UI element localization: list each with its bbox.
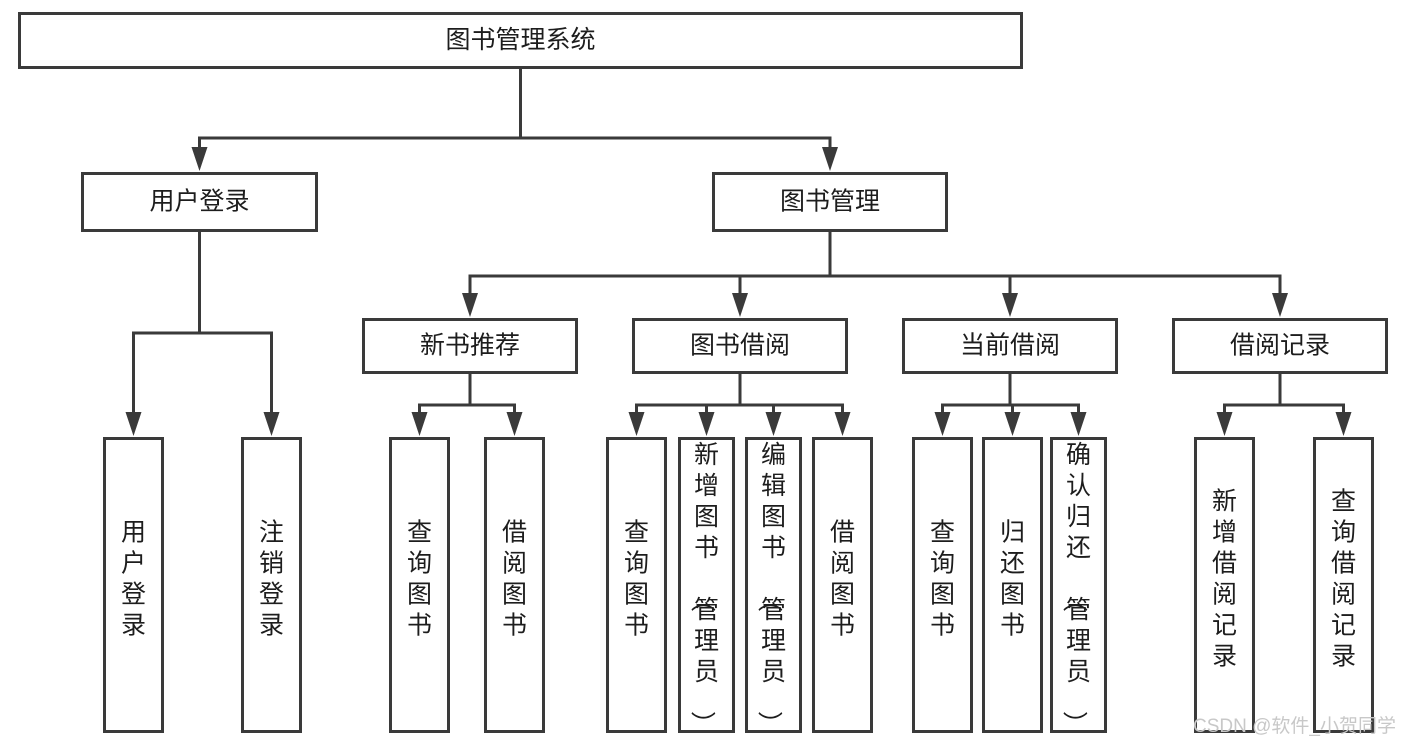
arrow-head-icon [1335, 412, 1352, 436]
node-label-leaf-query-book-3: 查询图书 [930, 519, 955, 640]
node-box-leaf-confirm-return[interactable] [1050, 437, 1107, 733]
connector-新书推荐-to-查询图书 [411, 374, 472, 436]
connector-图书管理系统-to-图书管理 [519, 69, 838, 171]
node-box-leaf-edit-book[interactable] [745, 437, 802, 733]
node-leaf-add-book[interactable]: 新增图书（管理员） [678, 437, 735, 737]
node-box-leaf-query-book-3[interactable] [912, 437, 973, 733]
node-label-user-login: 用户登录 [149, 188, 249, 216]
node-label-leaf-query-record: 查询借阅记录 [1331, 488, 1356, 671]
arrow-head-icon [1002, 293, 1018, 317]
connector-当前借阅-to-确认归还管理员 [1008, 374, 1087, 436]
node-new-book-rec[interactable]: 新书推荐 [362, 318, 578, 374]
node-layer: 图书管理系统用户登录图书管理新书推荐图书借阅当前借阅借阅记录用户登录注销登录查询… [18, 12, 1388, 737]
csdn-watermark: CSDN @软件_小贺同学 [1193, 715, 1396, 737]
node-current-borrow[interactable]: 当前借阅 [902, 318, 1118, 374]
connector-图书管理-to-借阅记录 [828, 232, 1288, 317]
node-label-leaf-return-book: 归还图书 [1000, 519, 1025, 640]
node-label-leaf-user-login: 用户登录 [121, 519, 146, 640]
node-box-book-borrow[interactable] [632, 318, 848, 374]
connector-当前借阅-to-查询图书 [934, 374, 1012, 436]
arrow-head-icon [834, 412, 851, 436]
arrow-head-icon [263, 412, 280, 436]
node-box-book-manage[interactable] [712, 172, 948, 232]
node-label-book-manage: 图书管理 [780, 188, 880, 216]
node-leaf-user-login[interactable]: 用户登录 [103, 437, 164, 733]
connector-layer [125, 69, 1352, 436]
node-label-root: 图书管理系统 [445, 26, 595, 54]
node-box-leaf-user-login[interactable] [103, 437, 164, 733]
arrow-head-icon [822, 147, 838, 171]
node-box-current-borrow[interactable] [902, 318, 1118, 374]
arrow-head-icon [411, 412, 428, 436]
connector-用户登录-to-注销登录 [198, 232, 280, 436]
node-borrow-record[interactable]: 借阅记录 [1172, 318, 1388, 374]
node-leaf-logout[interactable]: 注销登录 [241, 437, 302, 733]
connector-用户登录-to-用户登录 [125, 232, 201, 436]
node-label-borrow-record: 借阅记录 [1230, 332, 1330, 360]
node-leaf-borrow-book-2[interactable]: 借阅图书 [812, 437, 873, 733]
arrow-head-icon [191, 147, 208, 171]
node-leaf-return-book[interactable]: 归还图书 [982, 437, 1043, 733]
node-leaf-query-book-1[interactable]: 查询图书 [389, 437, 450, 733]
node-box-leaf-add-book[interactable] [678, 437, 735, 733]
node-label-book-borrow: 图书借阅 [690, 332, 790, 360]
node-label-new-book-rec: 新书推荐 [420, 332, 520, 360]
arrow-head-icon [765, 412, 782, 436]
arrow-head-icon [1216, 412, 1233, 436]
node-label-leaf-logout: 注销登录 [259, 519, 284, 640]
connector-图书管理系统-to-用户登录 [191, 69, 522, 171]
node-leaf-query-book-3[interactable]: 查询图书 [912, 437, 973, 733]
node-box-new-book-rec[interactable] [362, 318, 578, 374]
arrow-head-icon [1004, 412, 1021, 436]
connector-图书借阅-to-借阅图书 [738, 374, 851, 436]
node-leaf-borrow-book-1[interactable]: 借阅图书 [484, 437, 545, 733]
node-box-leaf-query-book-2[interactable] [606, 437, 667, 733]
node-box-borrow-record[interactable] [1172, 318, 1388, 374]
arrow-head-icon [1070, 412, 1087, 436]
node-box-leaf-logout[interactable] [241, 437, 302, 733]
node-label-leaf-borrow-book-1: 借阅图书 [502, 519, 527, 640]
node-box-leaf-add-record[interactable] [1194, 437, 1255, 733]
node-box-leaf-borrow-book-1[interactable] [484, 437, 545, 733]
node-label-current-borrow: 当前借阅 [960, 332, 1060, 360]
node-label-leaf-confirm-return: 确认归还（管理员） [1060, 441, 1091, 736]
node-label-leaf-edit-book: 编辑图书（管理员） [755, 441, 786, 736]
node-book-manage[interactable]: 图书管理 [712, 172, 948, 232]
node-box-leaf-return-book[interactable] [982, 437, 1043, 733]
connector-新书推荐-to-借阅图书 [468, 374, 523, 436]
arrow-head-icon [462, 293, 478, 317]
node-box-user-login[interactable] [81, 172, 318, 232]
node-box-leaf-borrow-book-2[interactable] [812, 437, 873, 733]
node-label-leaf-query-book-2: 查询图书 [624, 519, 649, 640]
arrow-head-icon [1272, 293, 1288, 317]
node-leaf-query-record[interactable]: 查询借阅记录 [1313, 437, 1374, 733]
node-box-root[interactable] [18, 12, 1023, 69]
node-root[interactable]: 图书管理系统 [18, 12, 1023, 69]
node-label-leaf-add-record: 新增借阅记录 [1212, 488, 1237, 671]
arrow-head-icon [934, 412, 951, 436]
node-box-leaf-query-record[interactable] [1313, 437, 1374, 733]
arrow-head-icon [125, 412, 142, 436]
node-label-leaf-query-book-1: 查询图书 [407, 519, 432, 640]
arrow-head-icon [732, 293, 748, 317]
arrow-head-icon [628, 412, 645, 436]
arrow-head-icon [506, 412, 523, 436]
node-user-login[interactable]: 用户登录 [81, 172, 318, 232]
node-label-leaf-add-book: 新增图书（管理员） [688, 441, 719, 736]
node-label-leaf-borrow-book-2: 借阅图书 [830, 519, 855, 640]
arrow-head-icon [698, 412, 715, 436]
node-leaf-query-book-2[interactable]: 查询图书 [606, 437, 667, 733]
node-leaf-confirm-return[interactable]: 确认归还（管理员） [1050, 437, 1107, 737]
node-leaf-add-record[interactable]: 新增借阅记录 [1194, 437, 1255, 733]
connector-借阅记录-to-查询借阅记录 [1278, 374, 1352, 436]
node-leaf-edit-book[interactable]: 编辑图书（管理员） [745, 437, 802, 737]
node-box-leaf-query-book-1[interactable] [389, 437, 450, 733]
node-book-borrow[interactable]: 图书借阅 [632, 318, 848, 374]
connector-借阅记录-to-新增借阅记录 [1216, 374, 1282, 436]
connector-图书管理-to-图书借阅 [732, 232, 832, 317]
